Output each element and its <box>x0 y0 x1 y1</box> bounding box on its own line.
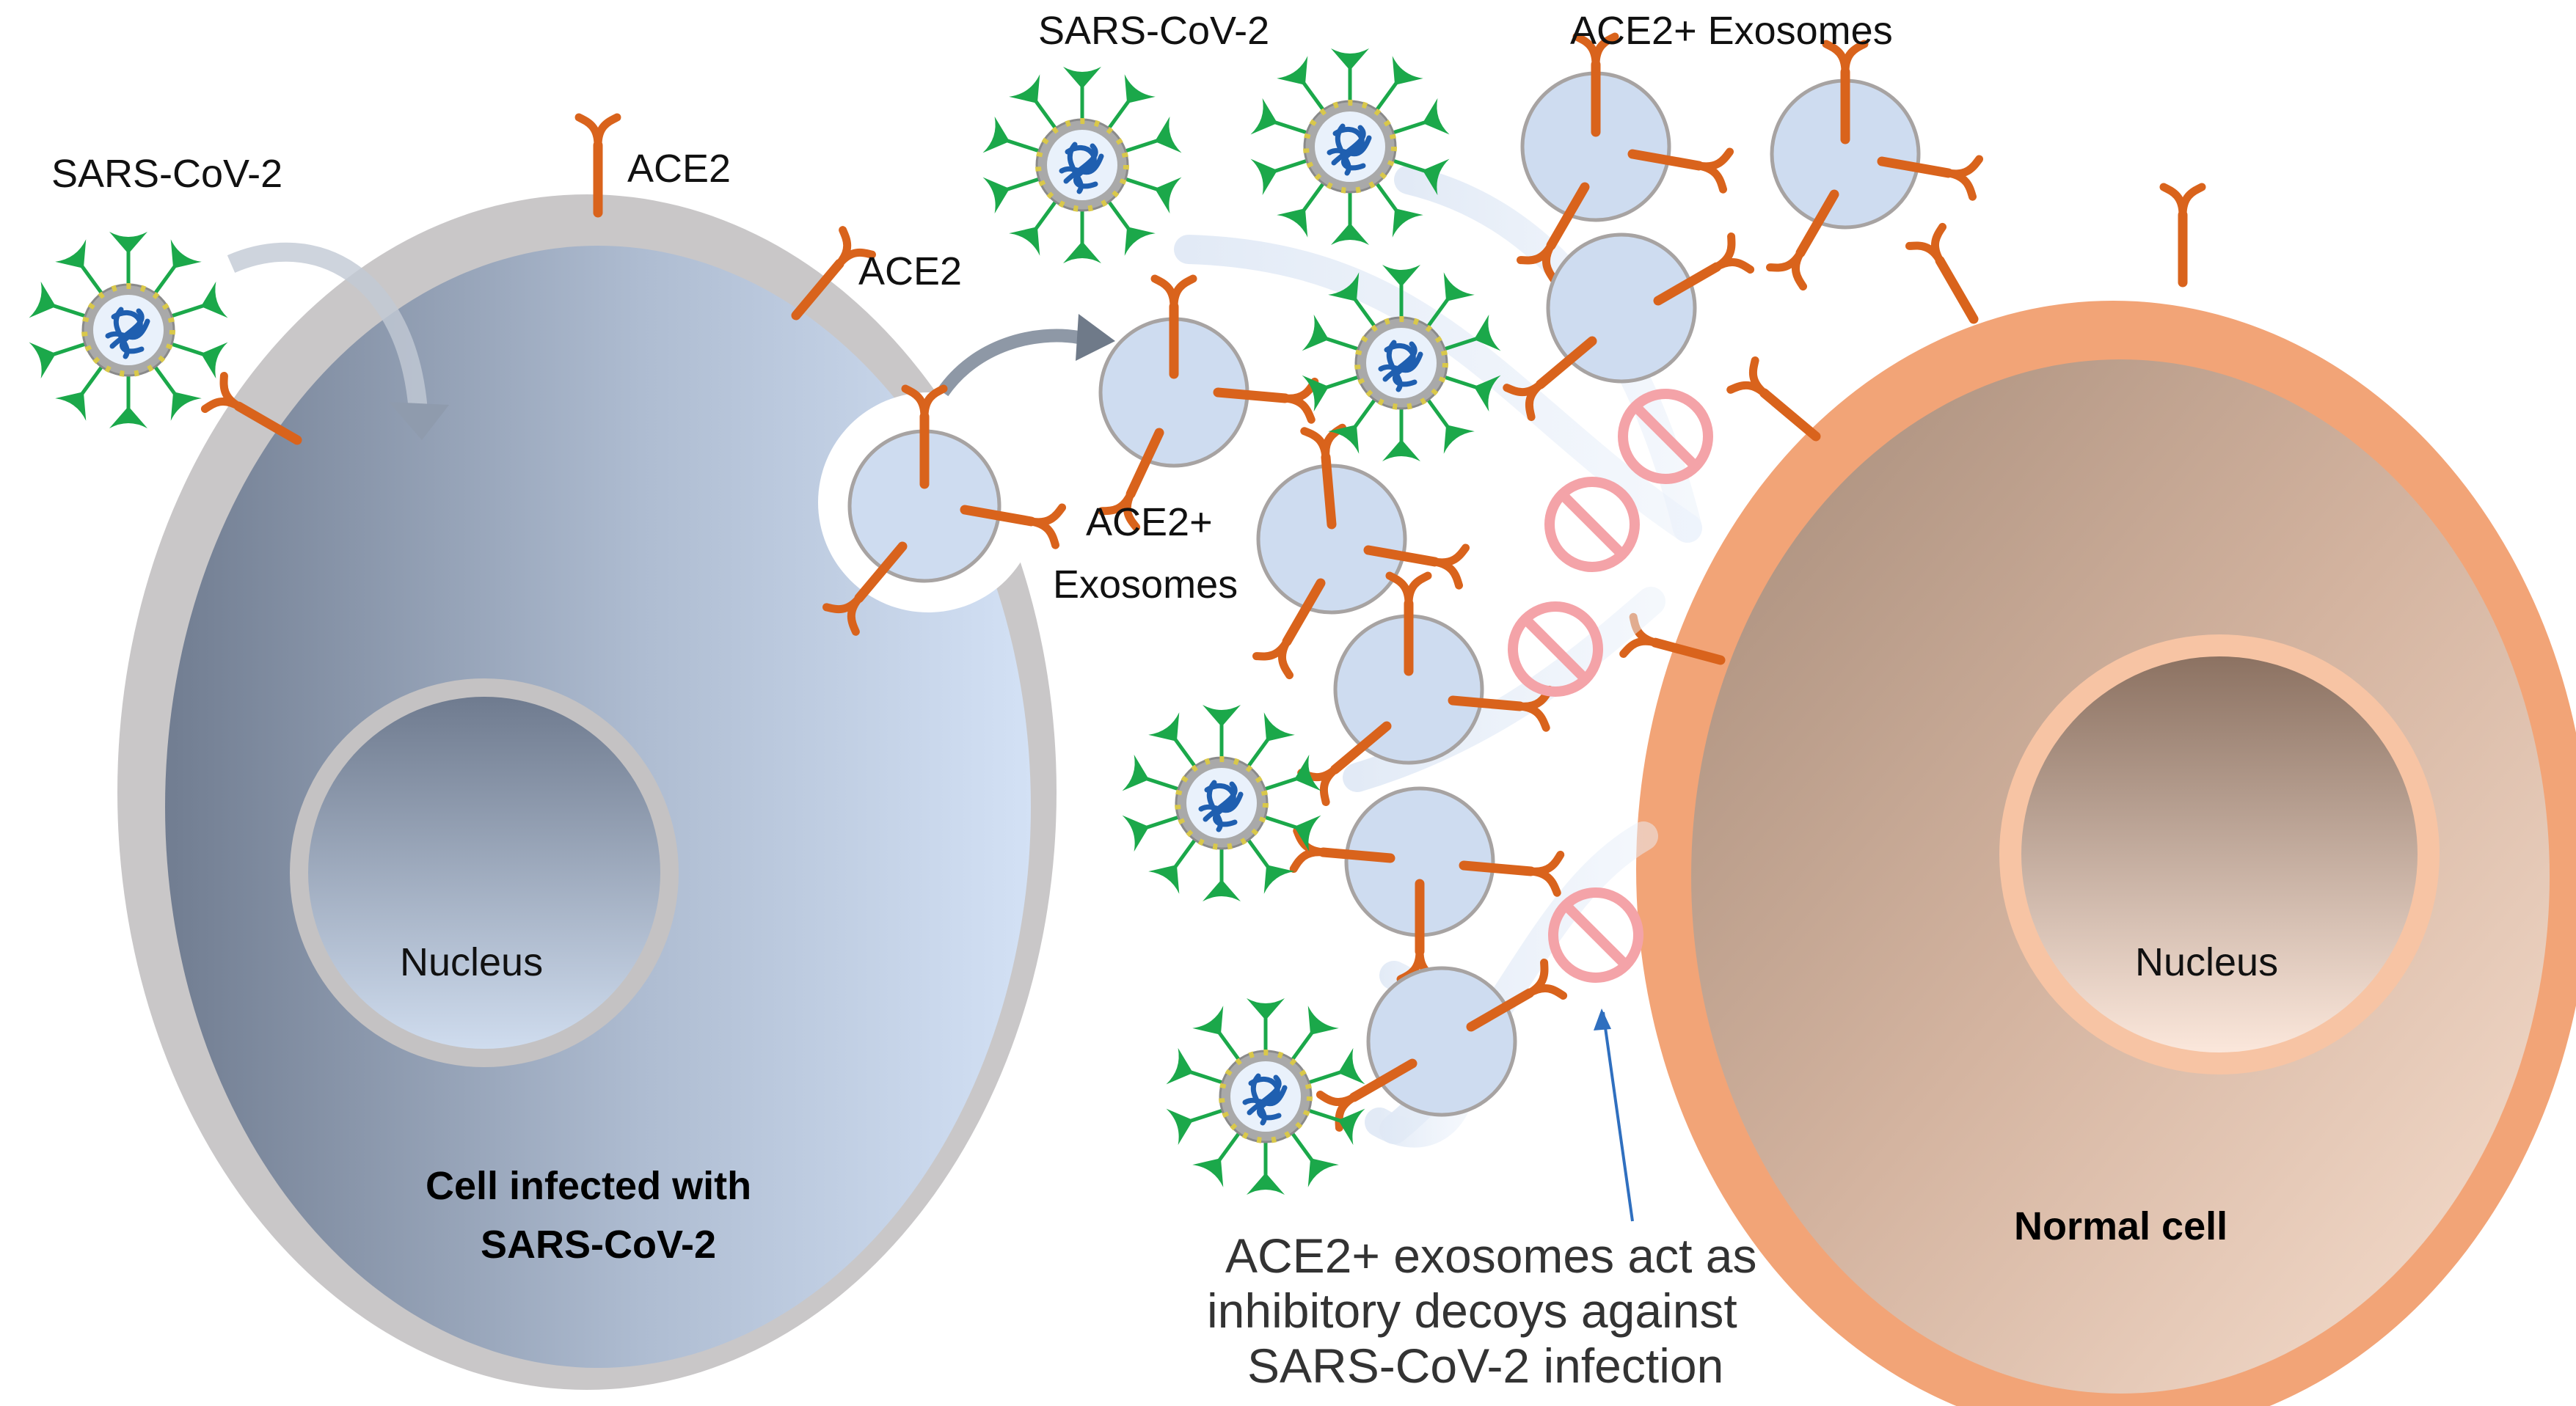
coronavirus-icon <box>1123 705 1321 901</box>
ace2-receptor-icon <box>1909 227 1990 329</box>
exosomes-label-mid-1: ACE2+ <box>1086 500 1213 544</box>
coronavirus-icon <box>29 232 228 428</box>
exosome-vesicle-icon <box>1520 37 1729 279</box>
exosome-vesicle-icon <box>1101 279 1315 527</box>
infected-cell-label-2: SARS-CoV-2 <box>481 1223 716 1267</box>
exosome-vesicle-icon <box>1770 44 1979 287</box>
caption-arrow <box>1602 1011 1634 1222</box>
virus-label-top: SARS-CoV-2 <box>1038 9 1269 53</box>
ace2-receptor-icon <box>2164 187 2202 282</box>
exosomes <box>827 37 1980 1128</box>
ace2-receptor-icon <box>1731 361 1828 451</box>
exosome-vesicle-icon <box>1507 235 1751 417</box>
exosome-vesicle-icon <box>1256 428 1465 675</box>
exosome-release-arrow <box>937 329 1080 397</box>
caption-line-2: inhibitory decoys against <box>1207 1284 1737 1338</box>
prohibition-icon <box>1550 482 1635 567</box>
virus-entry-arrow <box>227 242 428 412</box>
exosome-vesicle-icon <box>1320 962 1563 1127</box>
virus-label-left: SARS-CoV-2 <box>51 152 282 196</box>
caption-line-3: SARS-CoV-2 infection <box>1247 1339 1723 1393</box>
ace2-label-top: ACE2 <box>627 147 731 191</box>
virus-entry-arrowhead <box>389 402 449 440</box>
exosomes-label-top: ACE2+ Exosomes <box>1570 9 1893 53</box>
infected-cell-label-1: Cell infected with <box>426 1164 751 1208</box>
exosome-vesicle-icon <box>1294 786 1561 979</box>
exosome-vesicle-icon <box>1302 576 1550 802</box>
coronavirus-icon <box>1251 48 1450 245</box>
exosome-release-arrowhead <box>1076 314 1115 361</box>
coronavirus-icon <box>983 67 1182 263</box>
exosome-vesicle-icon <box>827 389 1062 631</box>
caption-line-1: ACE2+ exosomes act as <box>1225 1229 1757 1283</box>
normal-cell-label: Normal cell <box>2014 1204 2227 1248</box>
prohibition-icon <box>1553 893 1638 978</box>
exosomes-label-mid-2: Exosomes <box>1053 563 1238 607</box>
nucleus-label-right: Nucleus <box>2135 940 2278 984</box>
caption-arrowhead <box>1594 1008 1611 1030</box>
coronavirus-icon <box>1167 998 1365 1195</box>
normal-cell <box>1636 301 2576 1406</box>
ace2-label-side: ACE2 <box>858 249 962 293</box>
nucleus-label-left: Nucleus <box>400 940 543 984</box>
infected-cell <box>117 194 1057 1390</box>
